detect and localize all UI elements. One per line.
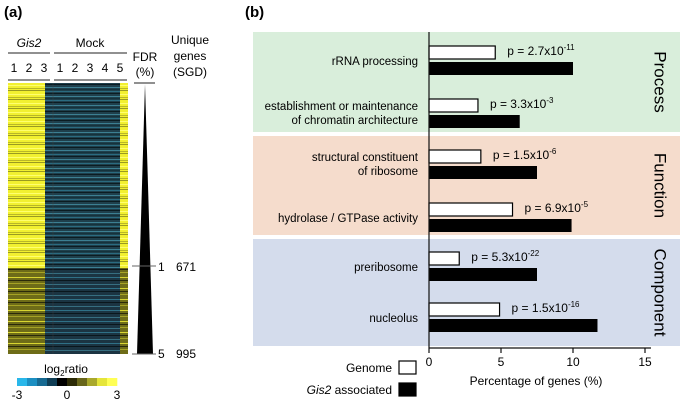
x-ticks: 0 5 10 15	[426, 348, 652, 369]
bar-gis2-process-1	[429, 115, 520, 128]
colorbar-swatch	[57, 378, 68, 386]
bar-genome-function-1	[428, 202, 514, 217]
p-value-component-1: p = 1.5x10-16	[512, 300, 581, 315]
colorbar-swatch	[47, 378, 58, 386]
bar-gis2-component-1	[429, 319, 598, 332]
colorbar-swatch	[67, 378, 78, 386]
sample-label-mock-2: 2	[72, 61, 79, 75]
x-tick-label: 10	[566, 355, 580, 369]
colorbar-title: log2ratio	[44, 362, 88, 378]
fdr-marker-5-genes: 995	[176, 347, 196, 361]
category-label-component-1: nucleolus	[369, 313, 418, 325]
bar-genome-component-0	[428, 251, 460, 266]
section-name-function: Function	[651, 153, 670, 218]
x-tick-label: 5	[498, 355, 505, 369]
bars	[428, 45, 598, 332]
bar-gis2-process-0	[429, 62, 573, 75]
bar-genome-component-1	[428, 302, 501, 317]
category-label-component-0: preribosome	[354, 262, 418, 274]
x-axis-label: Percentage of genes (%)	[470, 374, 603, 388]
legend-label-genome: Genome	[346, 361, 392, 375]
group-label-gis2: Gis2	[17, 36, 42, 50]
colorbar-swatch	[17, 378, 28, 386]
panel-b-label: (b)	[245, 4, 264, 21]
bar-genome-process-0	[428, 45, 496, 60]
section-name-process: Process	[651, 51, 670, 112]
colorbar-swatch	[97, 378, 108, 386]
fdr-marker-5-fdr: 5	[158, 347, 165, 361]
unique-label-2: genes	[174, 49, 207, 63]
bar-gis2-component-0	[429, 268, 537, 281]
fdr-marker-1-fdr: 1	[158, 260, 165, 274]
bar-gis2-function-1	[429, 219, 572, 232]
p-value-function-0: p = 1.5x10-6	[493, 147, 557, 162]
colorbar-swatch	[77, 378, 88, 386]
colorbar-tick-max: 3	[114, 388, 121, 402]
sample-label-gis2-2: 2	[26, 61, 33, 75]
p-value-labels: p = 2.7x10-11 p = 3.3x10-3 p = 1.5x10-6 p =…	[471, 43, 588, 315]
legend-swatch-genome	[398, 360, 417, 375]
category-label-process-1: establishment or maintenance	[265, 101, 418, 113]
group-label-mock: Mock	[76, 36, 106, 50]
colorbar-swatch	[107, 378, 118, 386]
bar-genome-function-0	[428, 149, 482, 164]
legend-label-gis2-associated: Gis2 associated	[307, 383, 392, 397]
colorbar	[17, 378, 118, 386]
category-label-function-1: hydrolase / GTPase activity	[278, 213, 418, 225]
p-value-process-1: p = 3.3x10-3	[490, 96, 554, 111]
heatmap	[8, 83, 128, 268]
unique-label-1: Unique	[171, 33, 209, 47]
fdr-wedge	[137, 84, 153, 354]
fdr-label-2: (%)	[136, 65, 155, 79]
legend: Genome Gis2 associated	[307, 360, 417, 397]
colorbar-swatch	[87, 378, 98, 386]
section-backgrounds	[253, 32, 680, 346]
p-value-process-0: p = 2.7x10-11	[507, 43, 575, 58]
fdr-marker-1-genes: 671	[176, 260, 196, 274]
sample-label-gis2-3: 3	[41, 61, 48, 75]
category-label-process-1: of chromatin architecture	[291, 115, 418, 127]
category-label-process-0: rRNA processing	[332, 56, 418, 68]
sample-label-mock-5: 5	[117, 61, 124, 75]
colorbar-swatch	[37, 378, 48, 386]
category-labels: rRNA processing establishment or maintena…	[265, 56, 419, 325]
colorbar-swatch	[27, 378, 38, 386]
colorbar-tick-min: -3	[12, 388, 23, 402]
panel-a-label: (a)	[4, 4, 22, 21]
sample-label-gis2-1: 1	[11, 61, 18, 75]
category-label-function-0: structural constituent	[312, 152, 419, 164]
sample-label-mock-4: 4	[102, 61, 109, 75]
fdr-label-1: FDR	[133, 50, 158, 64]
category-label-function-0: of ribosome	[358, 166, 418, 178]
sample-label-mock-1: 1	[57, 61, 64, 75]
unique-label-3: (SGD)	[173, 65, 207, 79]
legend-swatch-gis2-associated	[398, 382, 417, 397]
p-value-function-1: p = 6.9x10-5	[525, 200, 589, 215]
colorbar-tick-mid: 0	[64, 388, 71, 402]
panel-b: (b) rRNA processing establishment or main…	[245, 4, 680, 397]
section-name-component: Component	[651, 249, 670, 337]
heatmap-lower	[8, 268, 128, 354]
x-tick-label: 0	[426, 355, 433, 369]
sample-label-mock-3: 3	[87, 61, 94, 75]
bar-gis2-function-0	[429, 166, 537, 179]
bar-genome-process-1	[428, 98, 479, 113]
p-value-component-0: p = 5.3x10-22	[471, 249, 540, 264]
x-tick-label: 15	[638, 355, 652, 369]
